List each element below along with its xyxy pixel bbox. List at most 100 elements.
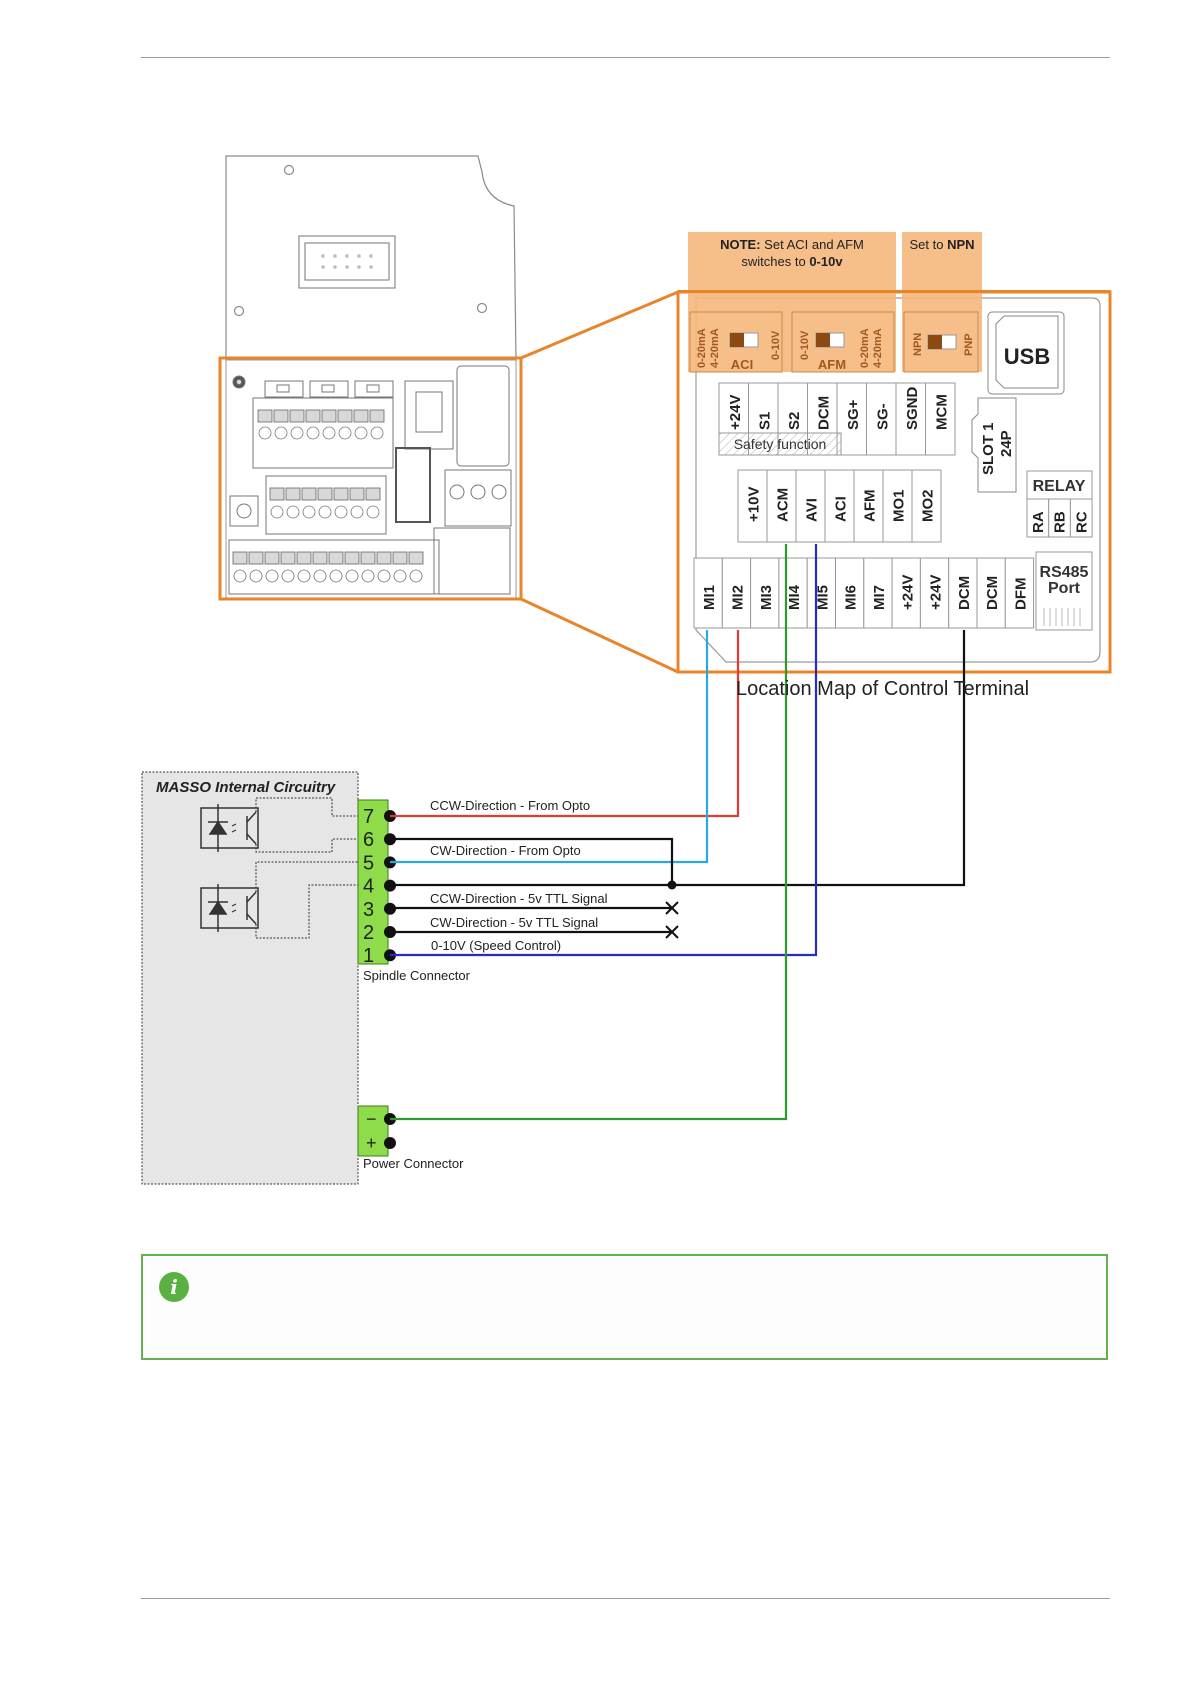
masso-title: MASSO Internal Circuitry — [156, 779, 336, 796]
terminal-label: SG- — [874, 403, 891, 430]
terminal-cell — [693, 557, 723, 629]
terminal-cell — [1004, 557, 1035, 629]
switch-afm-name: AFM — [818, 357, 846, 372]
terminal-label: MI3 — [758, 585, 775, 610]
terminal-label: ACM — [775, 488, 792, 522]
optocoupler-2 — [200, 884, 259, 932]
terminal-label: AVI — [804, 498, 821, 522]
ribbon-header — [298, 235, 396, 289]
rs485-port — [1035, 551, 1093, 631]
terminal-label: MI7 — [871, 585, 888, 610]
safety-function-label: Safety function — [734, 436, 827, 452]
wire-blue-speed — [390, 544, 818, 957]
switch-npn-pnp — [903, 311, 979, 373]
terminal-label: +10V — [746, 487, 763, 522]
terminal-cell — [795, 469, 826, 543]
power-pin-terminal — [384, 1137, 396, 1149]
terminal-label: MO2 — [920, 489, 937, 522]
wire-black-pin4-dcm — [390, 630, 966, 887]
terminal-label: MI2 — [729, 585, 746, 610]
terminal-label: SG+ — [845, 399, 862, 430]
mount-hole — [233, 305, 245, 317]
switch-aci-name: ACI — [731, 357, 753, 372]
terminal-cell — [766, 469, 797, 543]
wire-label-pin7: CCW-Direction - From Opto — [430, 798, 590, 813]
terminal-label: MI5 — [814, 585, 831, 610]
svg-text:4-20mA: 4-20mA — [709, 328, 721, 368]
terminal-cell — [891, 557, 921, 629]
info-icon: i — [159, 1272, 189, 1302]
svg-text:RS485: RS485 — [1040, 564, 1089, 581]
spindle-pin-number: 5 — [363, 852, 374, 874]
terminal-cell — [863, 557, 893, 629]
terminal-cell — [750, 557, 780, 629]
optocoupler-1 — [200, 804, 259, 852]
terminal-label: +24V — [928, 575, 945, 610]
terminal-label: +24V — [727, 395, 744, 430]
terminal-cell — [882, 469, 913, 543]
wires — [390, 544, 966, 1121]
spindle-connector — [357, 799, 389, 965]
wire-label-pin2: CW-Direction - 5v TTL Signal — [430, 915, 598, 930]
power-pin-symbol: + — [366, 1133, 377, 1153]
terminal-cell — [895, 382, 926, 456]
terminal-screws — [233, 426, 423, 583]
usb-port — [987, 311, 1065, 395]
wire-red-ccw-opto — [390, 630, 740, 818]
terminal-label: ACI — [833, 496, 850, 522]
terminal-label: SGND — [904, 386, 921, 430]
terminal-map-caption: Location Map of Control Terminal — [736, 678, 1029, 700]
spindle-pin-number: 6 — [363, 829, 374, 851]
terminal-label: MCM — [933, 394, 950, 430]
wire-labels: CCW-Direction - From Opto CW-Direction -… — [430, 798, 608, 953]
terminal-cell — [853, 469, 884, 543]
wire-black-pin6 — [390, 837, 674, 885]
power-connector — [357, 1105, 389, 1157]
terminal-cell — [824, 469, 855, 543]
drive-board — [225, 155, 517, 361]
terminal-label: MI6 — [843, 585, 860, 610]
terminal-clamps — [232, 409, 424, 565]
wiring-diagram: NOTE: Set ACI and AFM switches to 0-10v … — [141, 155, 1112, 1185]
relay-header — [1026, 470, 1093, 500]
note-aci-afm-line2: switches to 0-10v — [741, 254, 843, 269]
header-pins — [321, 254, 373, 269]
svg-text:24P: 24P — [998, 430, 1015, 457]
relay-terminal-label: RC — [1073, 511, 1090, 533]
wire-label-pin5: CW-Direction - From Opto — [430, 843, 581, 858]
header-rule — [141, 57, 1110, 58]
switch-aci — [689, 311, 783, 373]
power-connector-label: Power Connector — [363, 1156, 464, 1171]
terminal-label: MI1 — [701, 585, 718, 610]
svg-text:RELAY: RELAY — [1033, 478, 1086, 495]
mount-hole — [476, 302, 488, 314]
svg-text:SLOT 1: SLOT 1 — [980, 422, 997, 475]
terminal-cell — [836, 382, 867, 456]
info-callout: i — [141, 1254, 1108, 1360]
junction-dot — [667, 880, 677, 890]
board-outline — [225, 155, 517, 361]
usb-label: USB — [1004, 344, 1050, 369]
ribbon-header-inner — [304, 242, 390, 281]
power-pins: −+ — [366, 1109, 396, 1153]
svg-text:0-10V: 0-10V — [770, 330, 782, 360]
terminal-cell — [737, 469, 768, 543]
spindle-pin-number: 2 — [363, 922, 374, 944]
wire-label-pin1: 0-10V (Speed Control) — [431, 938, 561, 953]
terminal-label: DFM — [1012, 578, 1029, 611]
terminal-label: +24V — [899, 575, 916, 610]
footer-rule — [141, 1598, 1110, 1599]
svg-text:0-20mA: 0-20mA — [859, 328, 871, 368]
terminal-cell — [925, 382, 956, 456]
terminal-label: AFM — [862, 490, 879, 523]
terminal-label: S1 — [756, 412, 773, 430]
mount-hole — [283, 164, 295, 176]
rs485-pins — [1043, 608, 1081, 626]
note-aci-afm-line1: NOTE: Set ACI and AFM — [720, 237, 864, 252]
svg-text:0-10V: 0-10V — [799, 330, 811, 360]
safety-function-box — [718, 432, 842, 456]
